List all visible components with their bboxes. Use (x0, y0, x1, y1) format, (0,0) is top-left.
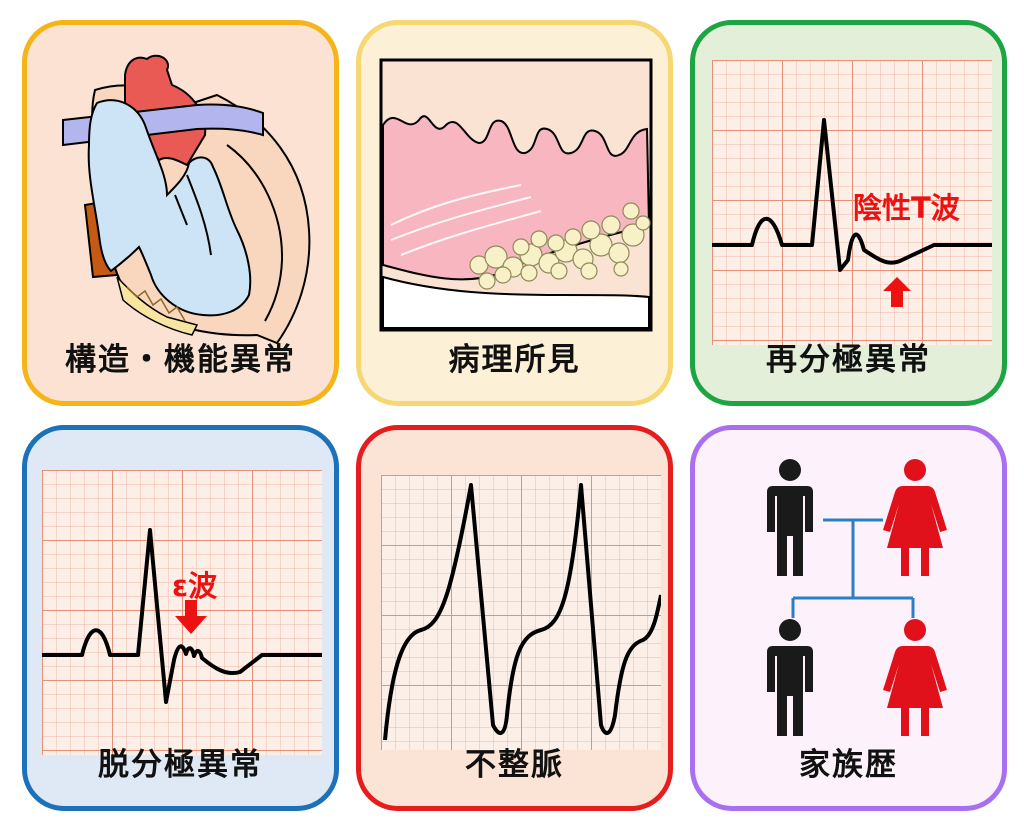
ecg-trace-t-wave (712, 118, 992, 272)
male-child-icon (767, 619, 813, 736)
female-parent-icon (883, 459, 947, 576)
card-label-family: 家族歴 (799, 747, 898, 783)
ecg-grid-arrhythmia (381, 475, 661, 750)
card-family-history: 家族歴 (690, 425, 1007, 811)
heart-anatomy-icon (62, 54, 311, 345)
family-tree-icon (767, 459, 947, 736)
ecg-trace-epsilon-wave (42, 528, 322, 704)
annotation-negative-t-wave: 陰性T波 (853, 191, 960, 225)
card-pathology: 病理所見 (356, 20, 673, 406)
tissue-histology-icon (379, 58, 653, 332)
card-repolarization: 陰性T波 再分極異常 (690, 20, 1007, 406)
male-parent-icon (767, 459, 813, 576)
card-structural-functional: 構造・機能異常 (22, 20, 339, 406)
card-label-depolarization: 脱分極異常 (98, 747, 263, 783)
card-arrhythmia: 不整脈 (356, 425, 673, 811)
ecg-grid-repolarization (712, 60, 992, 345)
up-arrow-icon (883, 277, 911, 307)
female-child-icon (883, 619, 947, 736)
card-label-structural: 構造・機能異常 (65, 342, 296, 378)
ecg-trace-ventricular-tachycardia (383, 483, 661, 741)
ecg-grid-depolarization (42, 470, 322, 755)
card-label-pathology: 病理所見 (448, 342, 581, 378)
family-connector-lines (791, 518, 915, 618)
card-depolarization: ε波 脱分極異常 (22, 425, 339, 811)
down-arrow-icon (175, 600, 207, 634)
card-label-repolarization: 再分極異常 (766, 342, 931, 378)
card-label-arrhythmia: 不整脈 (465, 747, 564, 783)
annotation-epsilon-wave: ε波 (172, 569, 218, 603)
